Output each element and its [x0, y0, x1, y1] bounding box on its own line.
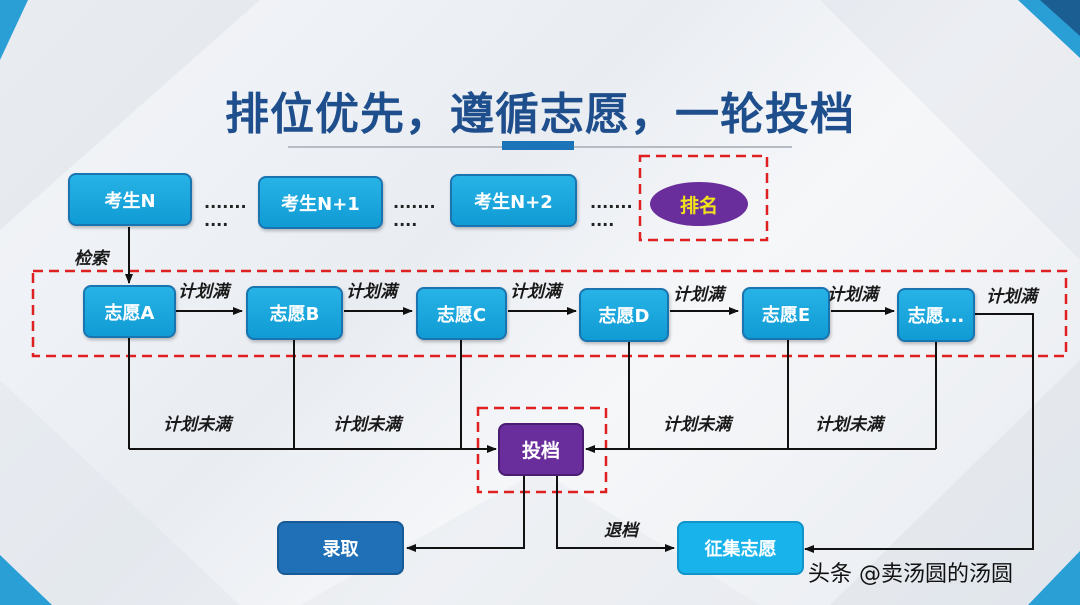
choice-box-e: 志愿E [742, 287, 830, 340]
choice-box-c: 志愿C [416, 287, 507, 340]
plan-not-full-label-1: 计划未满 [163, 415, 231, 435]
choice-box-more: 志愿... [897, 288, 975, 342]
ellipsis-3: ........... [590, 193, 633, 230]
plan-full-label-5: 计划满 [827, 285, 878, 305]
rank-ellipse: 排名 [650, 182, 748, 226]
plan-not-full-label-4: 计划未满 [815, 415, 883, 435]
corner-accent-top-right [1018, 0, 1080, 58]
student-box-n2: 考生N+2 [450, 174, 577, 227]
watermark: 头条 @卖汤圆的汤圆 [808, 562, 1013, 587]
plan-full-label-4: 计划满 [673, 285, 724, 305]
plan-full-label-3: 计划满 [510, 282, 561, 302]
corner-accent-bottom-right [1028, 551, 1080, 605]
search-label: 检索 [74, 249, 108, 269]
collect-box: 征集志愿 [677, 521, 804, 575]
choice-box-b: 志愿B [246, 286, 343, 340]
plan-not-full-label-3: 计划未满 [663, 415, 731, 435]
rank-highlight-frame [638, 154, 769, 242]
choice-box-a: 志愿A [83, 285, 176, 338]
student-box-n: 考生N [68, 173, 192, 226]
corner-accent-bottom-left [0, 555, 52, 605]
student-box-n1: 考生N+1 [258, 176, 383, 229]
title-underline-accent [502, 141, 574, 150]
plan-full-label-6: 计划满 [986, 287, 1037, 307]
return-label: 退档 [604, 521, 638, 541]
submit-box: 投档 [498, 423, 584, 476]
admit-box: 录取 [277, 521, 404, 575]
plan-full-label-1: 计划满 [178, 282, 229, 302]
plan-not-full-label-2: 计划未满 [333, 415, 401, 435]
plan-full-label-2: 计划满 [346, 282, 397, 302]
admit-arrow [406, 474, 525, 552]
plan-full-to-collect-arrow [804, 313, 1034, 553]
corner-accent-top-left [0, 0, 28, 60]
choices-highlight-frame [31, 269, 1068, 358]
ellipsis-2: ........... [393, 193, 436, 230]
choice-box-d: 志愿D [579, 288, 669, 342]
page-title: 排位优先，遵循志愿，一轮投档 [225, 89, 855, 140]
ellipsis-1: ........... [204, 193, 247, 230]
return-arrow [556, 474, 675, 552]
